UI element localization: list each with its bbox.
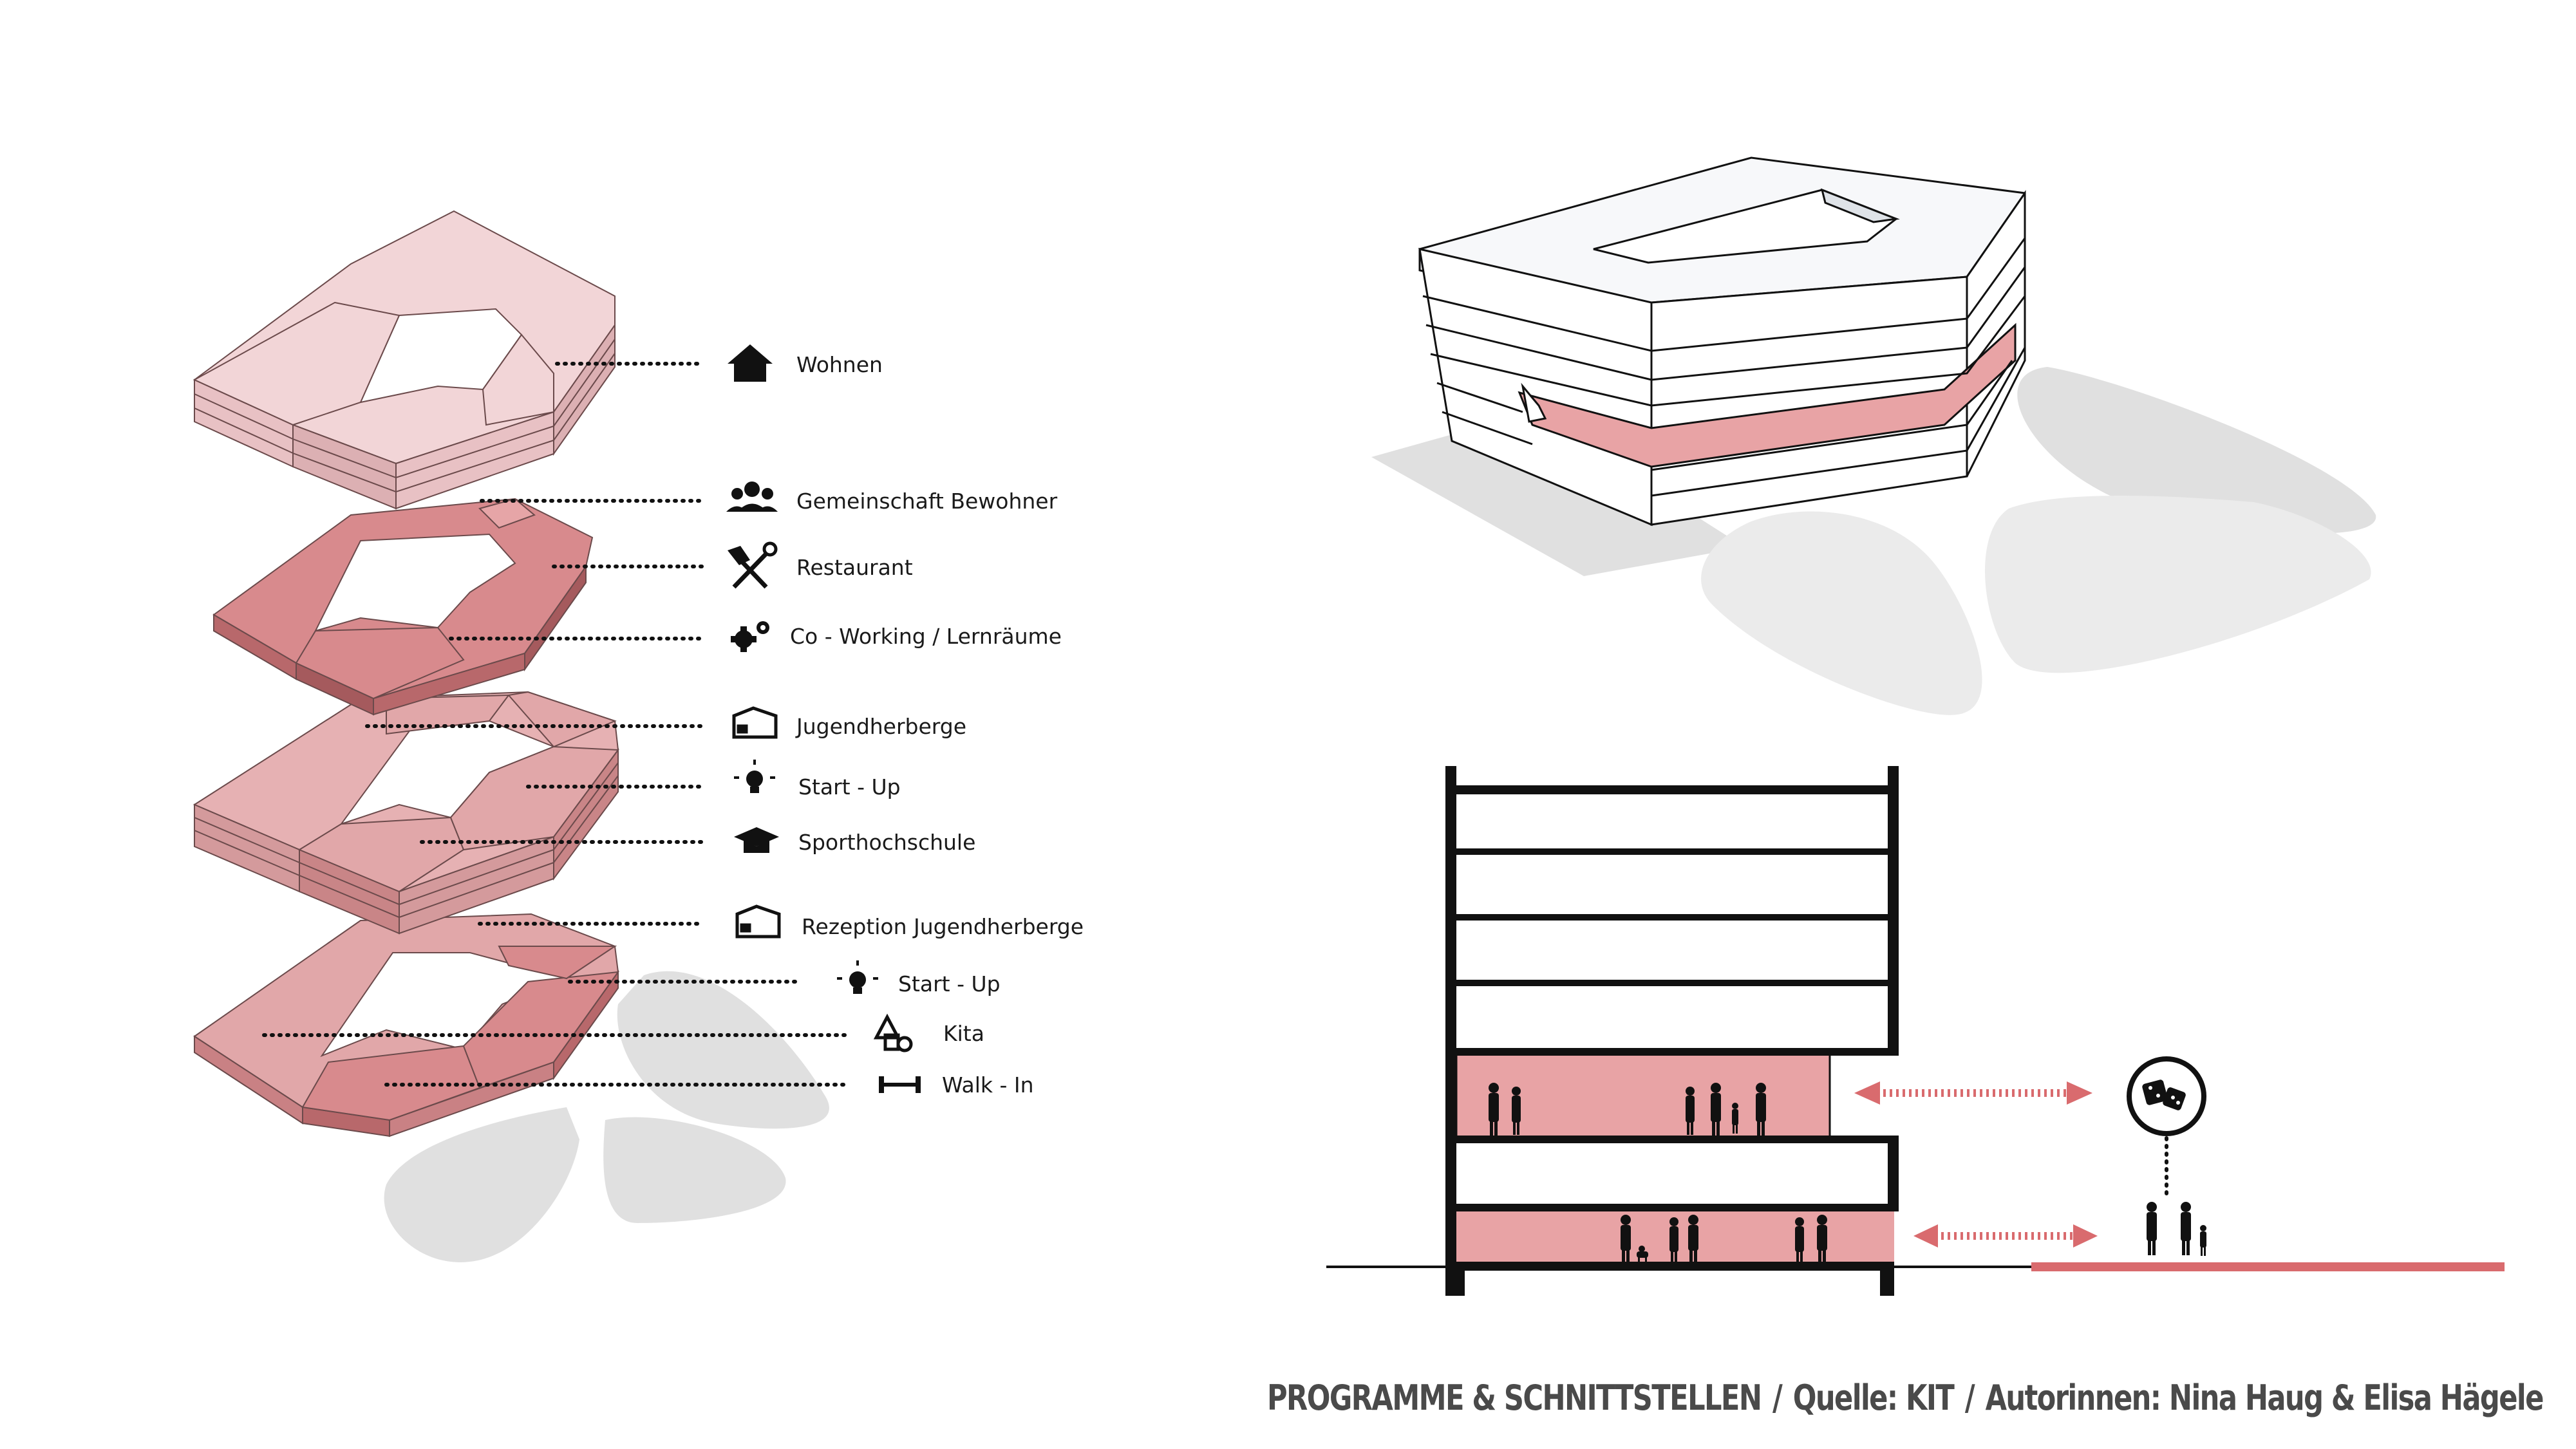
leader-lines	[262, 362, 852, 1087]
shadow-blob	[384, 1107, 579, 1262]
lightbulb-icon	[734, 760, 775, 793]
caption-separator: /	[1964, 1378, 1975, 1418]
dumbbell-icon	[879, 1076, 921, 1093]
shadow-blob	[1701, 511, 1982, 715]
restaurant-icon	[728, 541, 778, 589]
interface-arrow-upper	[1854, 1081, 2092, 1105]
bed-icon	[735, 904, 781, 939]
label-sporthochschule: Sporthochschule	[798, 830, 975, 855]
label-rezeption: Rezeption Jugendherberge	[802, 914, 1084, 939]
block-wohnen	[193, 210, 616, 510]
building-section	[1326, 766, 2505, 1296]
exploded-axonometric	[193, 210, 829, 1262]
label-walkin: Walk - In	[942, 1072, 1034, 1098]
people-silhouettes	[1489, 1083, 1766, 1136]
label-startup-2: Start - Up	[898, 971, 1001, 996]
level-first-floor	[1455, 1053, 1831, 1139]
interface-arrow-lower	[1913, 1224, 2098, 1248]
label-wohnen: Wohnen	[796, 352, 883, 377]
caption-title: PROGRAMME & SCHNITTSTELLEN	[1267, 1378, 1762, 1418]
label-jugendherberge: Jugendherberge	[795, 714, 966, 739]
caption-separator: /	[1772, 1378, 1783, 1418]
shadow-blob	[1984, 496, 2371, 673]
shadow-blob	[2017, 367, 2376, 534]
legend-labels: Wohnen Gemeinschaft Bewohner Restaurant …	[790, 352, 1084, 1098]
shadow-plane	[1371, 412, 1745, 576]
shadow-blob	[617, 971, 829, 1129]
dice-icon	[2127, 1056, 2206, 1136]
label-restaurant: Restaurant	[796, 555, 913, 580]
label-kita: Kita	[943, 1021, 984, 1046]
shapes-icon	[873, 1013, 913, 1052]
bed-icon	[732, 706, 778, 739]
caption-source: Quelle: KIT	[1792, 1378, 1955, 1418]
people-silhouettes	[1621, 1215, 1827, 1263]
house-icon	[728, 344, 773, 382]
label-startup-1: Start - Up	[798, 774, 901, 799]
slab-middle-block	[193, 691, 619, 935]
shadow-blob	[603, 1117, 786, 1223]
graduation-cap-icon	[734, 827, 779, 853]
slab-ground-floor	[193, 913, 620, 1137]
lightbulb-icon	[837, 960, 878, 994]
group-icon	[726, 481, 778, 512]
figure-caption: PROGRAMME & SCHNITTSTELLEN/Quelle: KIT/A…	[1267, 1378, 2544, 1418]
people-silhouettes	[2147, 1202, 2206, 1256]
label-gemeinschaft: Gemeinschaft Bewohner	[796, 489, 1058, 514]
caption-authors: Autorinnen: Nina Haug & Elisa Hägele	[1985, 1378, 2544, 1418]
perspective-building	[1371, 156, 2376, 715]
gears-icon	[731, 621, 769, 652]
slab-first-floor	[212, 498, 594, 716]
label-coworking: Co - Working / Lernräume	[790, 624, 1062, 649]
